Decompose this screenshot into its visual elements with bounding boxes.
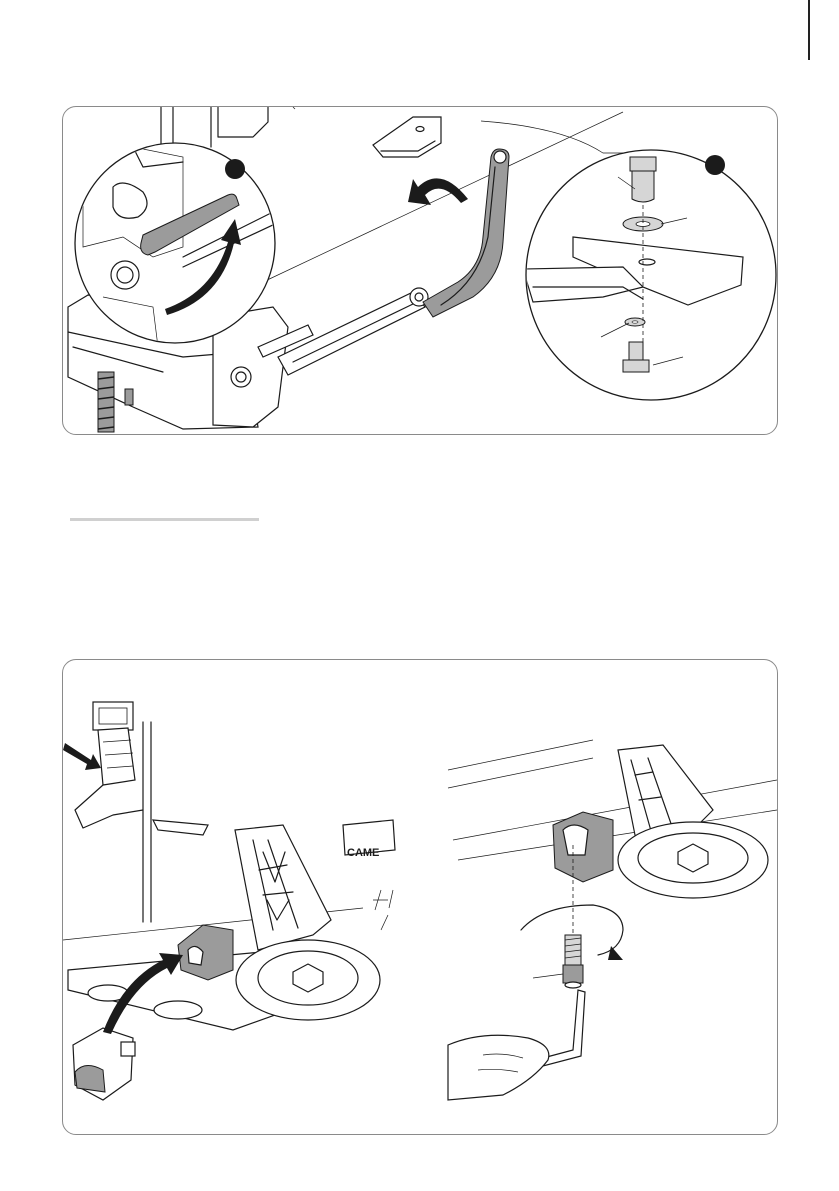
brand-mark: CAME [347,847,379,859]
figure-fit-stop-illustration: CAME [63,660,777,1134]
callout-marker-left [225,159,245,179]
socket-bolt [563,935,583,988]
stop-block-installed [178,925,233,980]
page-edge-rule [808,0,810,60]
inset-right [481,121,776,400]
top-bracket [373,117,441,157]
rotate-arrow-icon [408,178,468,205]
bolt-tighten-scene [448,740,777,1100]
fit-stop-scene: CAME [63,820,395,1100]
gate-overview [63,702,151,922]
hand [448,1035,549,1100]
section-rule [70,518,259,521]
threaded-shaft [98,372,114,432]
pin-part [630,157,656,202]
callout-marker-right [705,155,725,175]
figure-release-arm-illustration [63,107,777,434]
pointer-arrow-icon [63,743,101,770]
stop-block-loose [73,1028,135,1100]
curved-arm [423,149,509,317]
rotate-arrow-icon-2 [608,946,623,960]
figure-fit-stop: CAME [62,659,778,1135]
brand-block-left: CAME [343,820,395,930]
figure-release-arm [62,106,778,435]
